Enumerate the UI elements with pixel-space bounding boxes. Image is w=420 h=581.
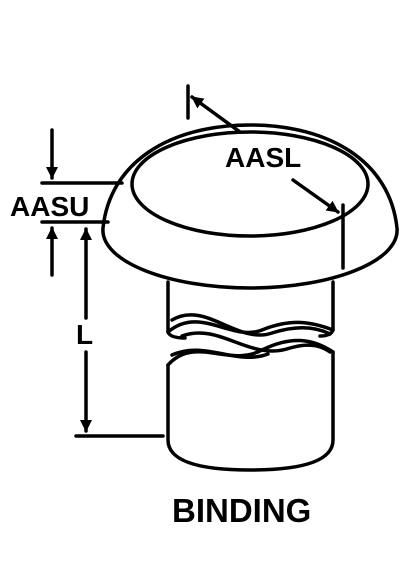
length-label: L xyxy=(76,319,93,350)
aasl-arrow-left xyxy=(190,95,242,134)
aasu-dimension xyxy=(40,128,124,277)
aasl-dimension xyxy=(186,84,345,270)
aasl-arrow-right xyxy=(291,178,340,214)
shank-break xyxy=(170,331,332,360)
aasl-label: AASL xyxy=(225,142,301,173)
screw-head xyxy=(101,123,399,290)
shank-lower xyxy=(166,338,335,472)
diagram-caption: BINDING xyxy=(172,492,311,529)
aasu-label: AASU xyxy=(10,191,89,222)
l-dimension xyxy=(74,227,165,438)
shank-upper xyxy=(166,280,335,340)
